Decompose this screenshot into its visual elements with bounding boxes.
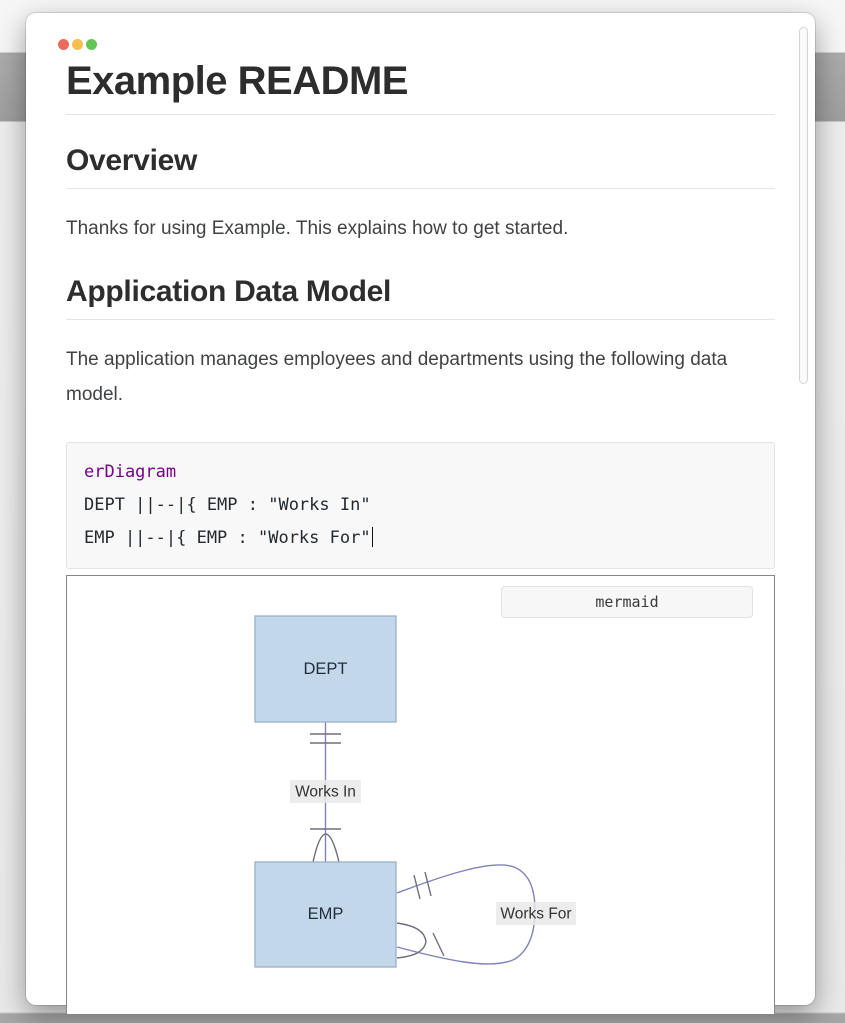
er-diagram-svg: DEPT EMP Works In Works For	[254, 615, 576, 968]
entity-dept	[254, 615, 397, 723]
code-language-badge[interactable]: mermaid	[501, 586, 753, 618]
page-title: Example README	[66, 57, 775, 115]
crow-foot-arc	[312, 833, 340, 863]
data-model-paragraph: The application manages employees and de…	[66, 349, 728, 405]
loop-crow-foot-arc	[396, 922, 427, 959]
document-content: Example README Overview Thanks for using…	[26, 57, 815, 1015]
overview-heading: Overview	[66, 140, 775, 189]
loop-one-tick-2	[424, 871, 432, 897]
loop-one-tick-1	[413, 874, 421, 900]
data-model-heading: Application Data Model	[66, 271, 775, 320]
entity-emp-label: EMP	[308, 905, 344, 923]
app-window: Example README Overview Thanks for using…	[26, 13, 815, 1015]
minimize-window-button[interactable]	[72, 39, 83, 50]
text-caret	[371, 527, 374, 547]
zoom-window-button[interactable]	[86, 39, 97, 50]
entity-dept-label: DEPT	[303, 660, 347, 678]
overview-paragraph: Thanks for using Example. This explains …	[66, 218, 569, 239]
close-window-button[interactable]	[58, 39, 69, 50]
works-for-label-bg	[496, 902, 576, 925]
code-line-3[interactable]: EMP ||--|{ EMP : "Works For"	[84, 522, 757, 555]
code-line-3-text[interactable]: EMP ||--|{ EMP : "Works For"	[84, 528, 371, 548]
mermaid-diagram-preview: mermaid DEPT EMP	[66, 575, 775, 1015]
loop-many-tick	[432, 932, 445, 957]
mermaid-code-editor[interactable]: erDiagram DEPT ||--|{ EMP : "Works In" E…	[66, 442, 775, 569]
window-titlebar[interactable]	[26, 13, 815, 53]
works-in-label: Works In	[295, 784, 356, 801]
code-line-2[interactable]: DEPT ||--|{ EMP : "Works In"	[84, 495, 371, 515]
works-for-label: Works For	[500, 906, 571, 923]
entity-emp	[254, 861, 397, 968]
works-in-label-bg	[290, 780, 361, 803]
code-line-1[interactable]: erDiagram	[84, 462, 177, 482]
vertical-scrollbar-thumb[interactable]	[799, 27, 808, 384]
